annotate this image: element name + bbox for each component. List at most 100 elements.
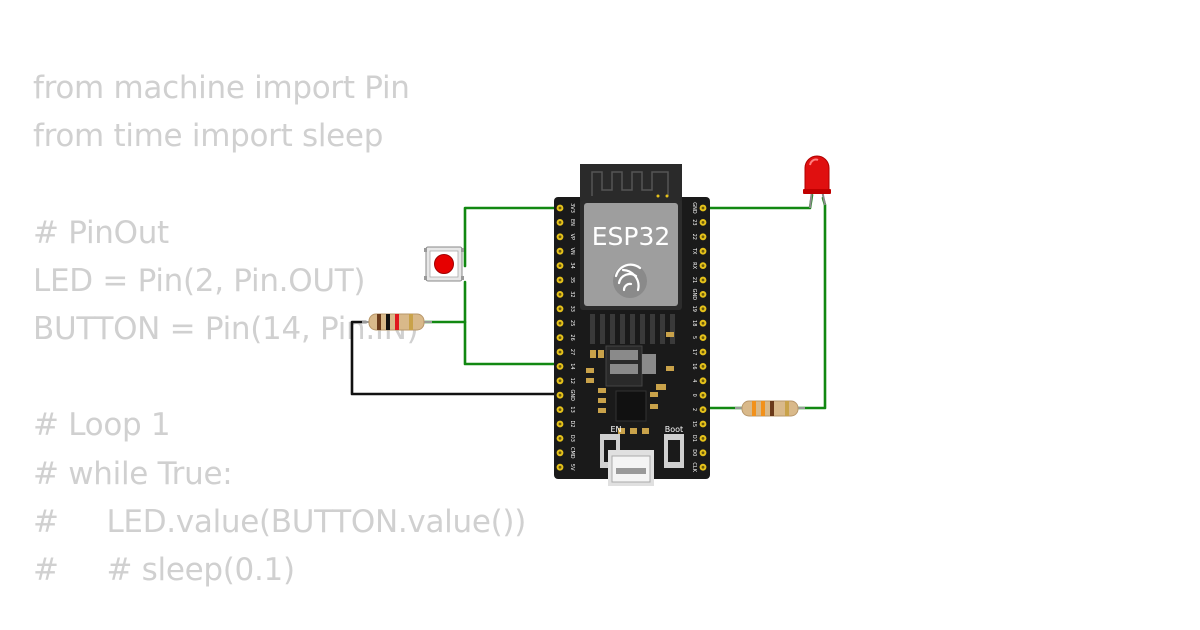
pin-hole: [701, 350, 705, 354]
chip-shield: [584, 203, 678, 306]
pin-hole: [701, 307, 705, 311]
pin-label: 14: [569, 363, 575, 369]
pin-hole: [701, 465, 705, 469]
pin-hole: [701, 437, 705, 440]
pin-hole: [701, 379, 705, 383]
pin-label: GND: [569, 389, 575, 401]
pin-label: 19: [691, 306, 697, 312]
pin-hole: [701, 278, 705, 282]
code-line: from machine import Pin: [33, 70, 410, 106]
pin-label: 35: [569, 277, 575, 283]
pin-label: 18: [691, 320, 697, 326]
pin-hole: [558, 393, 562, 397]
pin-label: EN: [569, 219, 575, 226]
pin-hole: [701, 249, 705, 253]
resistor-led[interactable]: [735, 400, 805, 417]
pin-label: D2: [569, 420, 575, 427]
pin-label: VP: [569, 234, 575, 240]
pin-label: 13: [569, 406, 575, 412]
antenna-module: [580, 164, 682, 204]
pin-hole: [558, 465, 562, 469]
pin-label: 32: [569, 291, 575, 297]
pin-hole: [701, 408, 705, 411]
pin-label: 23: [691, 219, 697, 225]
wire-led-resistor[interactable]: [796, 196, 827, 410]
pin-hole: [558, 235, 562, 239]
pin-label: 0: [691, 394, 697, 397]
pin-hole: [558, 451, 562, 455]
pin-label: 17: [691, 349, 697, 355]
pin-label: 16: [691, 363, 697, 369]
code-line: # # sleep(0.1): [33, 551, 295, 588]
code-line: from time import sleep: [33, 118, 384, 155]
pin-label: 12: [569, 378, 575, 384]
antenna-trace-icon: [591, 171, 669, 196]
code-line: # Loop 1: [33, 407, 171, 444]
pin-label: 5V: [569, 464, 575, 471]
wire-button-gpio14[interactable]: [423, 320, 560, 366]
pin-label: 3V3: [569, 203, 575, 213]
pushbutton[interactable]: [424, 246, 464, 282]
boot-button[interactable]: [668, 440, 680, 462]
pin-hole: [558, 264, 562, 267]
pin-label: CLK: [691, 462, 697, 472]
pin-label: 21: [691, 277, 697, 283]
pin-label: RX: [691, 262, 697, 269]
smd-components: [586, 332, 674, 434]
pin-label: 22: [691, 234, 697, 240]
pin-label: 27: [569, 349, 575, 355]
pin-hole: [558, 365, 562, 368]
pin-hole: [558, 422, 562, 426]
espressif-logo-icon: [613, 263, 647, 298]
pin-label: 25: [569, 320, 575, 326]
pin-hole: [701, 235, 705, 239]
pin-hole: [558, 437, 562, 440]
pin-label: 26: [569, 334, 575, 340]
pin-hole: [558, 249, 562, 253]
pin-hole: [558, 379, 562, 383]
code-line: # LED.value(BUTTON.value()): [33, 503, 526, 540]
boot-label: Boot: [665, 425, 683, 434]
pin-hole: [558, 321, 562, 325]
pin-label: D1: [691, 435, 697, 442]
resistor-pulldown[interactable]: [362, 313, 432, 331]
esp32-board[interactable]: ESP32: [554, 164, 710, 486]
pin-label: TX: [691, 247, 697, 255]
en-label: EN: [610, 425, 621, 434]
pin-label: GND: [691, 202, 697, 214]
pin-hole: [701, 422, 705, 426]
pin-hole: [701, 293, 705, 296]
pin-hole: [701, 393, 705, 397]
pin-hole: [558, 336, 562, 339]
pin-hole: [701, 221, 705, 224]
led-red[interactable]: [803, 155, 831, 209]
pin-hole: [558, 221, 562, 224]
pin-hole: [701, 321, 705, 325]
usb-connector-icon[interactable]: [608, 450, 654, 486]
code-line: # PinOut: [33, 214, 169, 251]
code-line: LED = Pin(2, Pin.OUT): [33, 262, 366, 299]
pin-hole: [558, 408, 562, 411]
pin-label: 34: [569, 262, 575, 268]
pin-label: 5: [691, 336, 697, 339]
pin-hole: [558, 278, 562, 282]
pin-label: D3: [569, 435, 575, 442]
wire-3v3-button[interactable]: [463, 206, 560, 268]
pin-label: 15: [691, 421, 697, 427]
pin-hole: [558, 307, 562, 311]
pin-label: GND: [691, 289, 697, 301]
pin-hole: [701, 365, 705, 368]
chip-label: ESP32: [592, 222, 671, 251]
pin-label: 4: [691, 379, 697, 382]
pin-label: 33: [569, 306, 575, 312]
button-cap-icon[interactable]: [434, 254, 454, 274]
code-line: # while True:: [33, 455, 233, 492]
wire-resistor-gnd[interactable]: [350, 320, 560, 396]
pin-label: VN: [569, 248, 575, 255]
pin-header-left: 3V3ENVPVN343532332526271412GND13D2D3CMD5…: [556, 203, 575, 471]
pin-hole: [701, 451, 705, 455]
wire-gnd-led[interactable]: [702, 193, 814, 210]
pin-hole: [558, 350, 562, 354]
